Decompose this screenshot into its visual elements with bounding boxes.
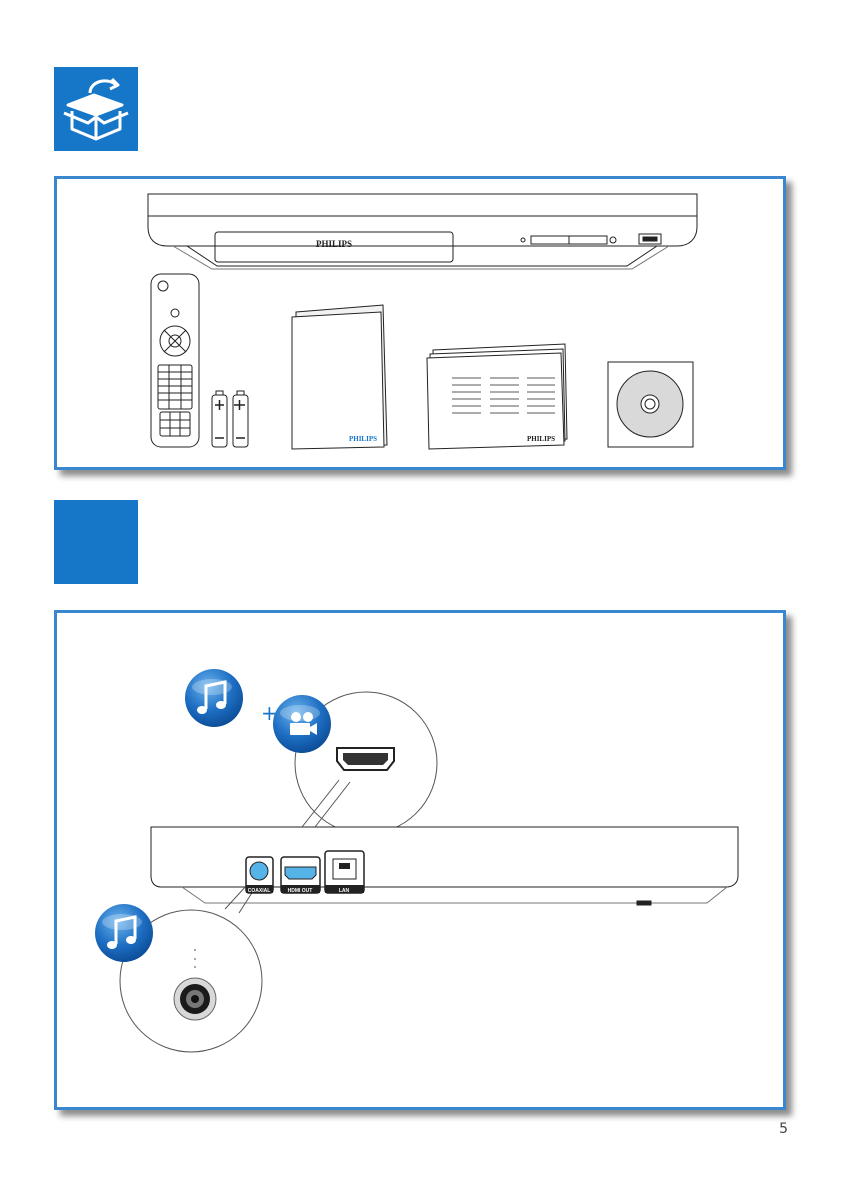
hdmi-port-magnified [337,748,394,770]
connect-header [54,500,138,584]
film-camera-icon [273,695,331,753]
hdmi-port-label: HDMI OUT [288,888,313,894]
manual-brand-label: PHILIPS [349,435,377,443]
batteries [212,391,248,447]
coaxial-port-label: COAXIAL [248,888,271,894]
disc-in-sleeve [608,362,693,447]
connection-panel: + COAXIAL [54,610,786,1110]
page-number: 5 [779,1121,788,1137]
quick-start-leaflet [427,344,567,449]
box-contents-panel: PHILIPS [54,176,786,470]
lan-port [325,851,364,893]
music-note-icon [95,904,153,962]
leaflet-brand-label: PHILIPS [527,435,555,443]
user-manual [292,305,387,449]
lan-port-label: LAN [339,888,350,894]
remote-control [151,274,199,447]
open-box-icon [54,67,138,151]
whats-in-box-header [54,67,138,151]
blu-ray-player-front [148,194,697,269]
player-brand-label: PHILIPS [316,239,352,249]
music-note-icon [185,669,243,727]
